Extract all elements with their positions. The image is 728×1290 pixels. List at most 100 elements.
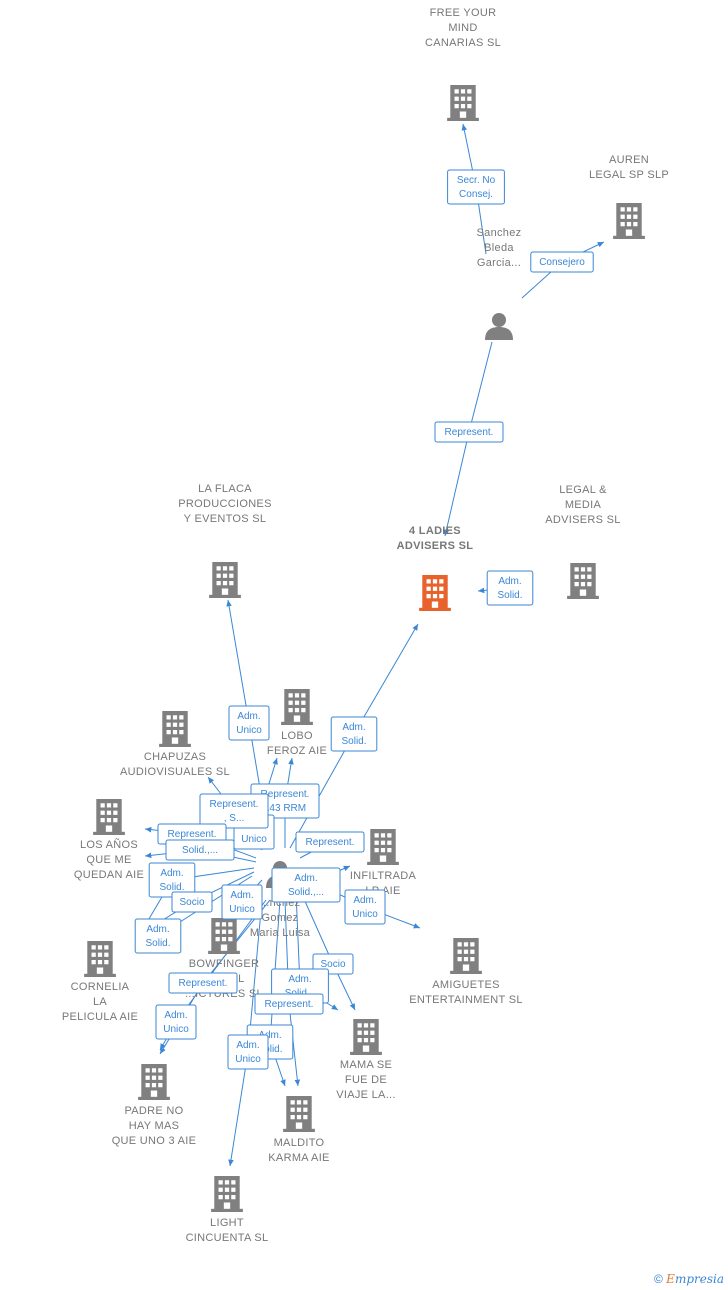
edge-label-text: Represent.: [445, 427, 494, 438]
edge-label-text: Socio: [320, 959, 345, 970]
node-label-line: CINCUENTA SL: [186, 1232, 269, 1244]
edge-label-person2-to-losanos[interactable]: Represent.: [157, 823, 227, 845]
node-padre[interactable]: PADRE NO HAY MAS QUE UNO 3 AIE: [112, 1064, 197, 1147]
edge-label-person2-to-chapuzas[interactable]: Represent., S...: [199, 793, 269, 829]
building-icon: [447, 85, 479, 121]
edge-label-text: Unico: [163, 1024, 189, 1035]
node-flaca[interactable]: LA FLACA PRODUCCIONES Y EVENTOS SL: [178, 483, 271, 598]
node-sanchez[interactable]: SanchezBledaGarcia...: [477, 227, 522, 340]
edge-label-text: Solid.: [341, 736, 366, 747]
building-icon: [567, 563, 599, 599]
node-label-line: ADVISERS SL: [545, 514, 620, 526]
edge-label-text: Adm.: [288, 974, 311, 985]
node-label-line: PRODUCCIONES: [178, 498, 271, 510]
empresia-footer[interactable]: © Empresia: [654, 1272, 724, 1286]
edges-layer: [136, 123, 605, 1167]
edge-label-text: Unico: [229, 904, 255, 915]
building-icon: [283, 1096, 315, 1132]
edge-label-text: Solid.: [257, 1044, 282, 1055]
edge-label-person2-to-maldito[interactable]: Represent.: [254, 993, 324, 1015]
edge-label-sanchez-to-ladies[interactable]: Represent.: [434, 421, 504, 443]
brand-name: mpresia: [674, 1272, 724, 1286]
node-label-line: FEROZ AIE: [267, 745, 327, 757]
node-label-line: MIND: [448, 22, 477, 34]
node-label-line: BOWFINGER: [189, 958, 260, 970]
edge-label-person2-to-amiguetes[interactable]: Adm. Unico: [344, 889, 386, 925]
building-icon: [450, 938, 482, 974]
edge-label-text: Secr. No: [457, 175, 496, 186]
node-label-line: LA: [93, 996, 107, 1008]
edge-label-person2-to-padre[interactable]: Adm.Unico: [155, 1004, 197, 1040]
edge-label-text: Consejero: [539, 257, 585, 268]
node-label-line: FUE DE: [345, 1074, 387, 1086]
edge-label-person2-to-padre[interactable]: Represent.: [168, 972, 238, 994]
edge-label-text: Adm.: [230, 890, 253, 901]
edge-label-text: Represent.: [261, 789, 310, 800]
node-label-line: INFILTRADA: [350, 870, 417, 882]
node-label-line: Bleda: [484, 242, 514, 254]
edge-label-legal-to-ladies[interactable]: Adm.Solid.: [486, 570, 534, 606]
edge-label-text: 143 RRM: [264, 803, 306, 814]
node-label-line: QUE UNO 3 AIE: [112, 1135, 197, 1147]
node-label-line: MAMA SE: [340, 1059, 392, 1071]
edge-label-text: Solid.: [159, 882, 184, 893]
node-label-line: AUREN: [609, 154, 649, 166]
edge-label-text: Adm.: [146, 924, 169, 935]
node-label-line: LOS AÑOS: [80, 838, 138, 851]
building-icon: [93, 799, 125, 835]
edge-label-text: Unico: [235, 1054, 261, 1065]
node-label-line: PELICULA AIE: [62, 1011, 138, 1023]
edge-label-person2-to-light[interactable]: Adm.Unico: [227, 1034, 269, 1070]
node-label-line: LA FLACA: [198, 483, 252, 495]
edge-label-text: Solid.,...: [182, 845, 218, 856]
edge-label-person2-to-flaca[interactable]: Adm.Unico: [228, 705, 270, 741]
node-label-line: Y EVENTOS SL: [184, 513, 267, 525]
person-icon: [485, 313, 513, 340]
edge-label-text: Represent.: [265, 999, 314, 1010]
building-icon: [208, 918, 240, 954]
edge-label-person2-to-ladies[interactable]: Adm. Solid.: [330, 716, 378, 752]
node-label-line: LEGAL &: [559, 484, 607, 496]
edge-label-person2-to-infiltrada[interactable]: Adm. Solid.,...: [271, 867, 341, 903]
node-label-line: AUDIOVISUALES SL: [120, 766, 230, 778]
node-label-line: Maria Luisa: [250, 927, 311, 939]
node-label-line: 4 LADIES: [409, 525, 461, 537]
edge-label-text: Unico: [352, 909, 378, 920]
node-light[interactable]: LIGHT CINCUENTA SL: [186, 1176, 269, 1244]
edge-label-person2-to-bowfinger[interactable]: Adm. Unico: [221, 884, 263, 920]
edge-label-person2-to-cornelia[interactable]: Socio: [171, 891, 213, 913]
edge-label-person2-to-cornelia[interactable]: Adm.Solid.: [134, 918, 182, 954]
edge-labels-layer: Secr. NoConsej.ConsejeroRepresent.Adm.So…: [134, 169, 594, 1070]
edge-label-text: Adm.: [353, 895, 376, 906]
edge-label-text: Adm.: [342, 722, 365, 733]
node-label-line: PADRE NO: [124, 1105, 183, 1117]
edge-label-person2-to-cornelia[interactable]: Adm.Solid.: [148, 862, 196, 898]
node-label-line: KARMA AIE: [268, 1152, 329, 1164]
node-label-line: LIGHT: [210, 1217, 244, 1229]
node-label-line: HAY MAS: [129, 1120, 180, 1132]
node-label-line: QUE ME: [86, 854, 131, 866]
edge-label-person2-to-infiltrada[interactable]: Represent.: [295, 831, 365, 853]
node-label-line: CANARIAS SL: [425, 37, 501, 49]
edge-label-person2-to-losanos[interactable]: Solid.,...: [165, 839, 235, 861]
building-icon: [211, 1176, 243, 1212]
building-icon: [367, 829, 399, 865]
edge-label-text: Adm.: [294, 873, 317, 884]
edge-label-sanchez-to-auren[interactable]: Consejero: [530, 251, 594, 273]
edge-label-text: Solid.,...: [288, 887, 324, 898]
